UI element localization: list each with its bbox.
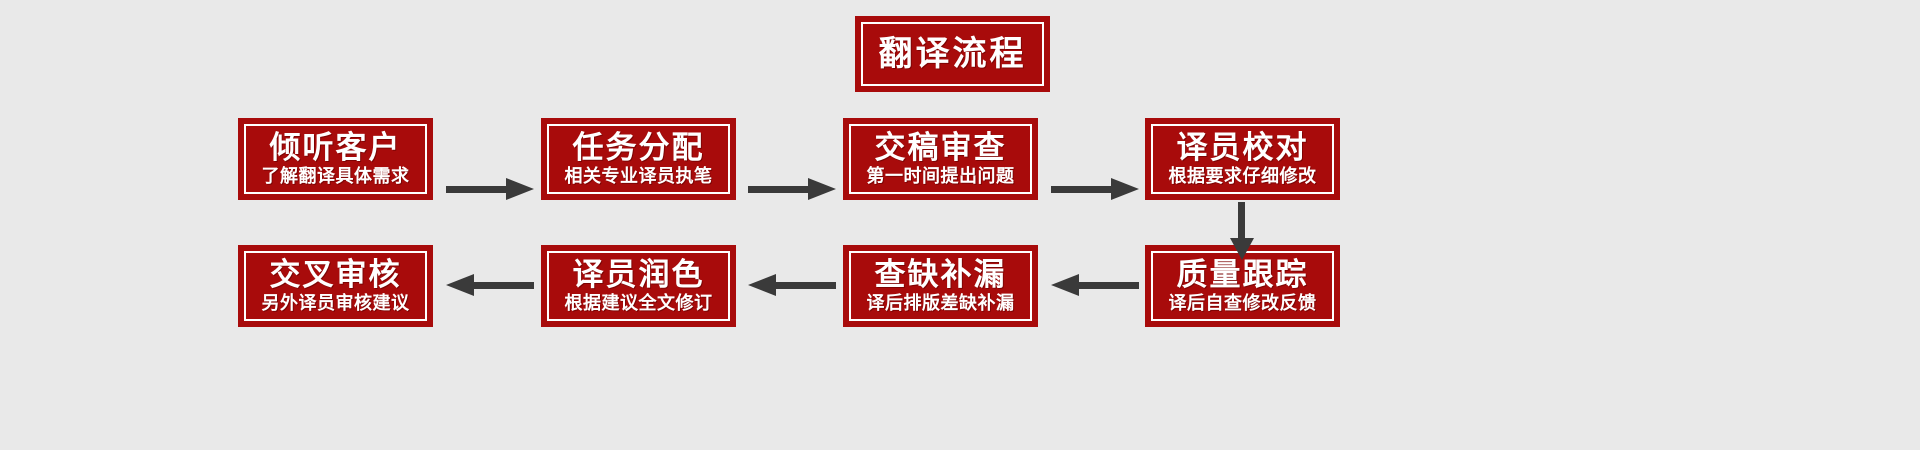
flow-step-7[interactable]: 译员润色 根据建议全文修订 [541,245,736,327]
flow-step-5-title: 质量跟踪 [1176,256,1309,293]
flow-step-5-inner: 质量跟踪 译后自查修改反馈 [1151,251,1334,321]
flow-step-4-subtitle: 根据要求仔细修改 [1168,165,1317,187]
flow-step-1[interactable]: 倾听客户 了解翻译具体需求 [238,118,433,200]
flow-step-6[interactable]: 查缺补漏 译后排版差缺补漏 [843,245,1038,327]
flow-step-7-inner: 译员润色 根据建议全文修订 [547,251,730,321]
diagram-title-inner: 翻译流程 [861,22,1044,86]
flow-step-8-title: 交叉审核 [269,256,402,293]
flow-step-8[interactable]: 交叉审核 另外译员审核建议 [238,245,433,327]
flow-step-7-subtitle: 根据建议全文修订 [564,292,713,314]
flow-step-1-inner: 倾听客户 了解翻译具体需求 [244,124,427,194]
arrow-left-icon-step5-to-step6 [1051,272,1139,298]
arrow-right-icon-step2-to-step3 [748,176,836,202]
flow-step-2-inner: 任务分配 相关专业译员执笔 [547,124,730,194]
flow-step-8-subtitle: 另外译员审核建议 [261,292,410,314]
flow-step-2-subtitle: 相关专业译员执笔 [564,165,713,187]
flow-step-8-inner: 交叉审核 另外译员审核建议 [244,251,427,321]
flow-step-4-inner: 译员校对 根据要求仔细修改 [1151,124,1334,194]
arrow-right-icon-step1-to-step2 [446,176,534,202]
diagram-title-card: 翻译流程 [855,16,1050,92]
flow-step-6-title: 查缺补漏 [874,256,1007,293]
arrow-right-icon-step3-to-step4 [1051,176,1139,202]
flow-step-5-subtitle: 译后自查修改反馈 [1168,292,1317,314]
flow-step-1-subtitle: 了解翻译具体需求 [261,165,410,187]
flow-step-2-title: 任务分配 [572,129,705,166]
flow-step-4[interactable]: 译员校对 根据要求仔细修改 [1145,118,1340,200]
diagram-title-text: 翻译流程 [878,34,1027,74]
flow-step-3-title: 交稿审查 [874,129,1007,166]
arrow-left-icon-step7-to-step8 [446,272,534,298]
arrow-down-icon-step4-to-step5 [1229,202,1255,260]
flow-step-7-title: 译员润色 [572,256,705,293]
flow-step-2[interactable]: 任务分配 相关专业译员执笔 [541,118,736,200]
arrow-left-icon-step6-to-step7 [748,272,836,298]
flow-step-6-subtitle: 译后排版差缺补漏 [866,292,1015,314]
flow-step-3-subtitle: 第一时间提出问题 [866,165,1015,187]
flow-step-1-title: 倾听客户 [269,129,402,166]
flow-step-3[interactable]: 交稿审查 第一时间提出问题 [843,118,1038,200]
flow-step-4-title: 译员校对 [1176,129,1309,166]
flow-step-6-inner: 查缺补漏 译后排版差缺补漏 [849,251,1032,321]
flow-step-3-inner: 交稿审查 第一时间提出问题 [849,124,1032,194]
